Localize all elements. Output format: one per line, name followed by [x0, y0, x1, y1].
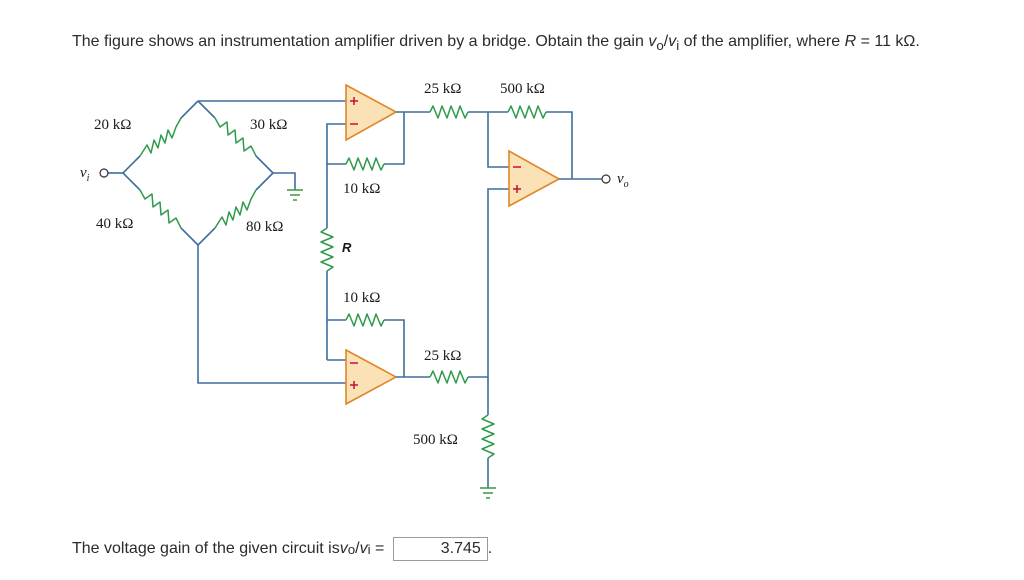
question-text: The figure shows an instrumentation ampl… — [72, 33, 920, 53]
wire-30k-b — [255, 155, 274, 174]
resistor-10k-top — [345, 157, 385, 171]
wire-20k-b — [180, 100, 199, 119]
vin-label: vi — [80, 165, 90, 184]
wire-oa1-feedback-left — [326, 123, 346, 165]
ground-bridge — [287, 189, 303, 201]
wire-oa2-out-up — [384, 319, 405, 377]
label-80k: 80 kΩ — [246, 219, 283, 235]
answer-gain-numerator: v — [339, 540, 348, 557]
wire-30k-a — [197, 100, 216, 119]
label-500k-top: 500 kΩ — [500, 81, 545, 97]
label-25k-bottom: 25 kΩ — [424, 348, 461, 364]
answer-gain-numerator-sub: o — [347, 541, 356, 557]
wire-25k-bottom-out — [468, 188, 509, 378]
r-value: = 11 kΩ. — [856, 33, 920, 50]
question-text-after: of the amplifier, where — [679, 33, 845, 50]
gain-denominator: v — [668, 33, 677, 50]
resistor-500k-bottom — [481, 414, 495, 459]
question-text-before: The figure shows an instrumentation ampl… — [72, 33, 649, 50]
opamp-1-plus — [350, 97, 358, 105]
wire-80k-b — [255, 172, 274, 191]
opamp-3-plus — [513, 185, 521, 193]
resistor-500k-top — [507, 105, 547, 119]
resistor-40k — [139, 189, 182, 229]
r-symbol: R — [844, 33, 857, 50]
wire-oa3-inverting — [487, 112, 509, 168]
gain-numerator: v — [648, 33, 657, 50]
opamp-3 — [508, 149, 561, 208]
answer-equals: = — [370, 540, 389, 557]
wire-40k-b — [180, 227, 199, 246]
label-30k: 30 kΩ — [250, 117, 287, 133]
opamp-2 — [345, 348, 398, 406]
label-10k-top: 10 kΩ — [343, 181, 380, 197]
answer-text-before: The voltage gain of the given circuit is — [72, 540, 340, 557]
vout-terminal — [601, 174, 611, 184]
answer-gain-separator: / — [355, 540, 360, 557]
answer-gain-denominator: v — [359, 540, 368, 557]
ground-output-stage — [480, 487, 496, 499]
wire-bridge-ground — [273, 172, 296, 190]
wire-80k-a — [197, 227, 216, 246]
opamp-2-plus — [350, 381, 358, 389]
vin-terminal — [99, 168, 109, 178]
label-25k-top: 25 kΩ — [424, 81, 461, 97]
label-20k: 20 kΩ — [94, 117, 131, 133]
answer-line: The voltage gain of the given circuit is… — [72, 537, 492, 561]
wire-bottom-to-oa2 — [197, 245, 346, 384]
wire-20k-a — [122, 155, 141, 174]
resistor-20k — [139, 117, 182, 157]
label-500k-bottom: 500 kΩ — [413, 432, 458, 448]
vout-label: vo — [617, 171, 629, 190]
resistor-25k-bottom — [429, 370, 469, 384]
gain-numerator-sub: o — [656, 38, 664, 54]
resistor-30k — [214, 117, 257, 157]
label-r: R — [342, 240, 352, 255]
wire-oa1-out-down — [384, 112, 405, 165]
answer-gain-denominator-sub: i — [367, 541, 371, 557]
wire-40k-a — [122, 172, 141, 191]
wire-500k-top-out — [546, 111, 573, 179]
gain-denominator-sub: i — [676, 38, 680, 54]
answer-period: . — [487, 540, 493, 557]
bridge-network — [108, 100, 346, 384]
answer-input[interactable]: 3.745 — [392, 537, 488, 561]
label-40k: 40 kΩ — [96, 216, 133, 232]
gain-separator: / — [663, 33, 669, 50]
opamp-1 — [345, 83, 398, 142]
resistor-80k — [214, 189, 257, 229]
resistor-r — [320, 227, 334, 272]
label-10k-bottom: 10 kΩ — [343, 290, 380, 306]
resistor-10k-bottom — [345, 313, 385, 327]
resistor-25k-top — [429, 105, 469, 119]
